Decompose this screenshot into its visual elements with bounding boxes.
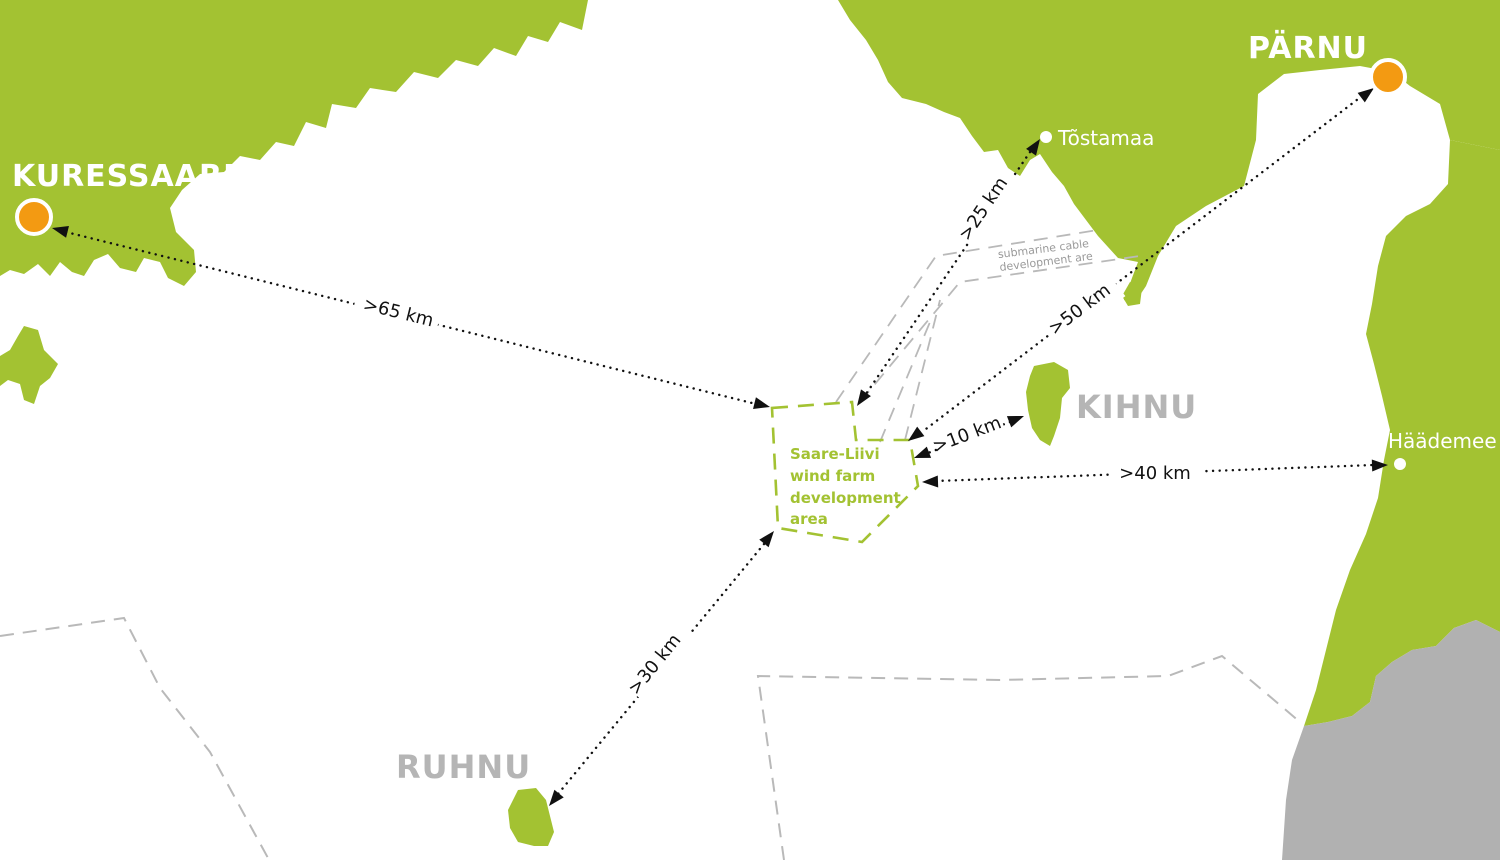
arrowhead-icon	[857, 389, 871, 406]
city-marker-icon	[1369, 58, 1407, 96]
wind-farm-label-line-1: Saare-Liivi	[790, 445, 880, 463]
distance-line-haademeeste	[934, 463, 1376, 483]
islet-west	[0, 326, 58, 404]
maritime-border-west	[0, 616, 269, 859]
latvia-land	[1282, 620, 1500, 860]
arrowhead-icon	[52, 226, 69, 238]
town-dot-icon	[1394, 458, 1406, 470]
distance-line-ruhnu	[556, 542, 766, 796]
island-label-ruhnu: RUHNU	[396, 748, 531, 786]
city-marker-icon	[15, 198, 53, 236]
mainland-north	[838, 0, 1500, 304]
arrowhead-icon	[1357, 88, 1374, 103]
town-label-haademeeste: Häädemee	[1388, 429, 1497, 453]
ruhnu-island	[508, 788, 554, 846]
arrowhead-icon	[1026, 139, 1040, 156]
arrowhead-icon	[549, 789, 564, 806]
city-label-parnu: PÄRNU	[1248, 30, 1368, 66]
arrowhead-icon	[914, 446, 932, 458]
city-label-kuressaare: KURESSAARE	[12, 159, 245, 194]
wind-farm-label-line-2: wind farm	[790, 467, 875, 485]
saaremaa-land	[0, 0, 588, 286]
arrowhead-icon	[1006, 416, 1024, 428]
kihnu-island	[1026, 362, 1070, 446]
wind-farm-label-line-4: area	[790, 510, 828, 528]
wind-farm-label-line-3: development	[790, 489, 901, 507]
distance-line-parnu	[920, 94, 1364, 434]
arrowhead-icon	[1371, 459, 1388, 472]
arrowhead-icon	[759, 531, 774, 548]
distance-label-haademeeste: >40 km	[1119, 463, 1191, 484]
wind-farm-label: Saare-Liivi wind farm development area	[790, 445, 906, 528]
island-label-kihnu: KIHNU	[1076, 388, 1197, 426]
arrowhead-icon	[922, 475, 939, 488]
maritime-border-south	[756, 654, 1301, 860]
arrowhead-icon	[753, 397, 770, 409]
mainland-east	[1304, 140, 1500, 726]
manija-islet	[1122, 282, 1142, 306]
wind-farm-outline	[770, 400, 920, 544]
wind-farm-area: Saare-Liivi wind farm development area	[770, 400, 920, 544]
town-label-tostamaa: Tõstamaa	[1057, 126, 1154, 150]
town-dot-icon	[1040, 131, 1052, 143]
arrowhead-icon	[908, 426, 925, 441]
borders-layer	[0, 616, 1301, 860]
distance-line-tostamaa	[864, 150, 1032, 396]
cable-area-label: submarine cable development are	[997, 237, 1095, 274]
places-layer: KURESSAARE PÄRNU Tõstamaa Häädemee KIHNU…	[12, 30, 1497, 786]
